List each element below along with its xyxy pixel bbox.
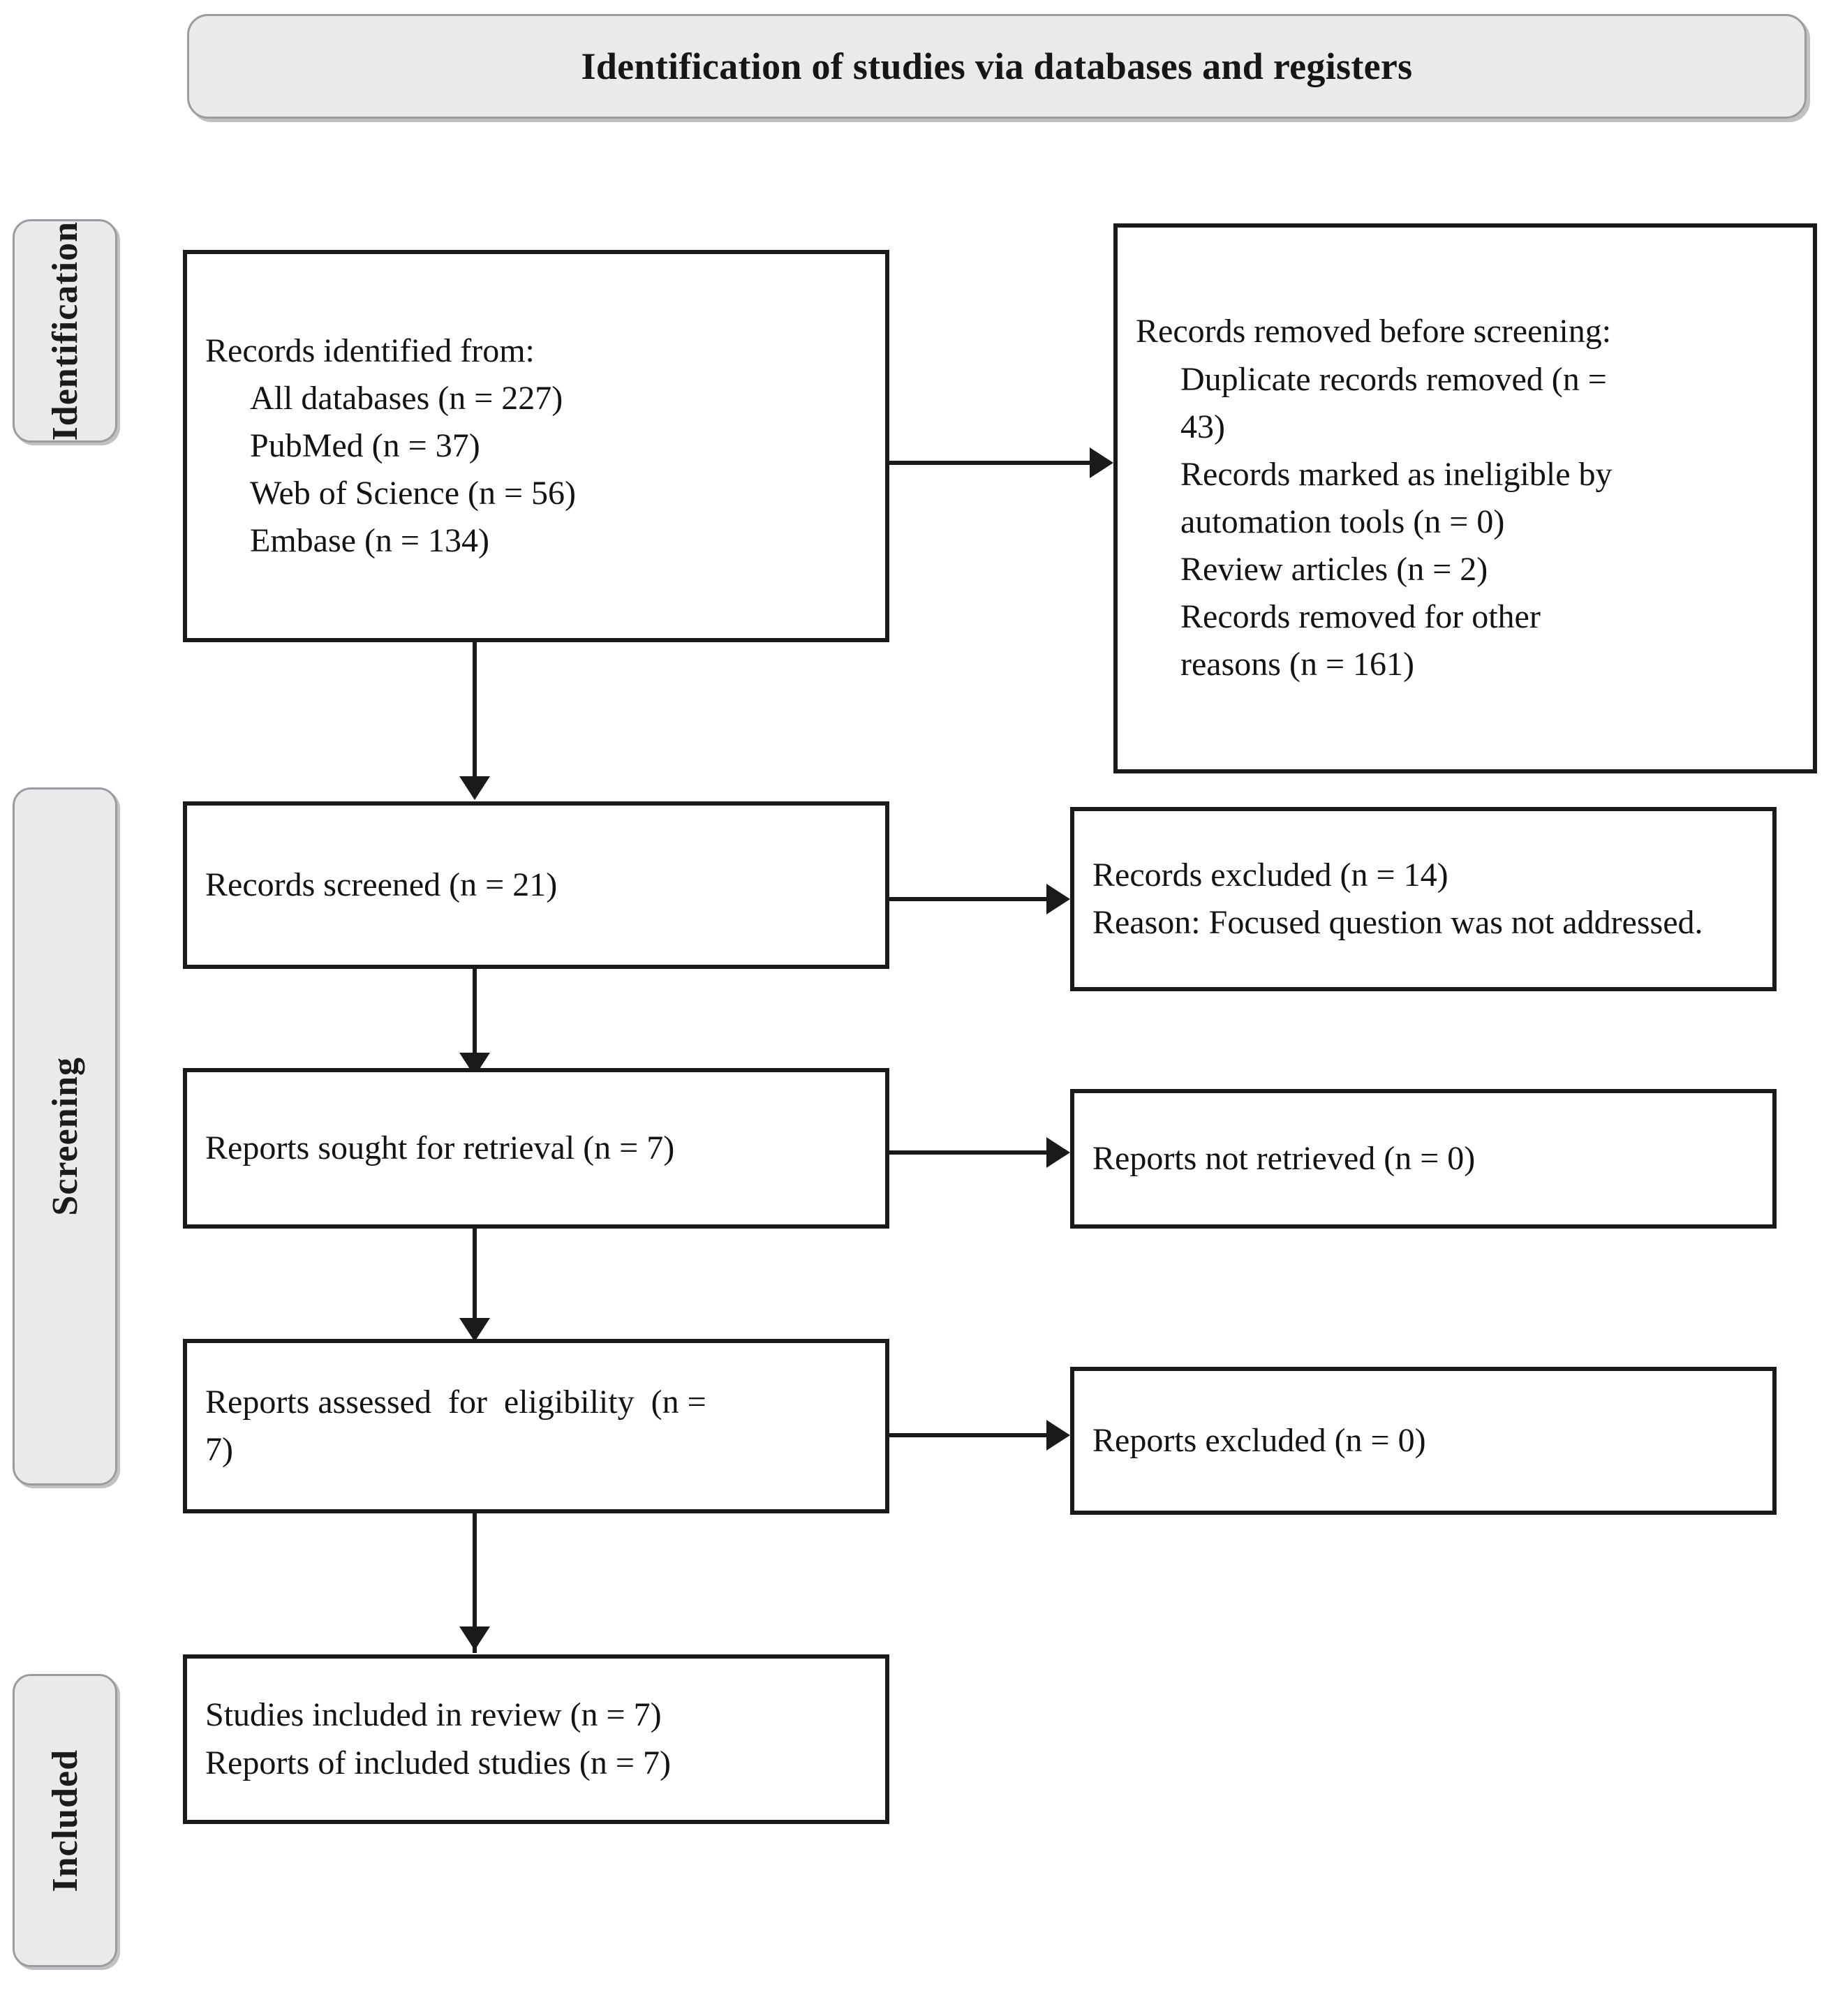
records-identified-item: Web of Science (n = 56) (250, 475, 577, 512)
arrowhead-identified-to-screened (459, 776, 490, 800)
connector-assessed-to-excluded (889, 1433, 1046, 1437)
reports-not-retrieved-line: Reports not retrieved (n = 0) (1092, 1139, 1476, 1177)
box-records-identified: Records identified from: All databases (… (183, 250, 889, 642)
records-screened-line: Records screened (n = 21) (205, 866, 558, 903)
records-removed-item: Records marked as ineligible by (1180, 455, 1613, 493)
diagram-header-banner: Identification of studies via databases … (187, 14, 1807, 119)
stage-tab-included: Included (13, 1674, 117, 1967)
box-reports-sought: Reports sought for retrieval (n = 7) (183, 1068, 889, 1229)
records-removed-item: reasons (n = 161) (1180, 646, 1414, 683)
box-studies-included: Studies included in review (n = 7) Repor… (183, 1654, 889, 1824)
connector-screened-to-excluded (889, 897, 1046, 901)
box-reports-assessed: Reports assessed for eligibility (n = 7) (183, 1339, 889, 1513)
studies-included-line: Studies included in review (n = 7) (205, 1696, 662, 1734)
connector-identified-to-removed (889, 461, 1090, 465)
box-reports-not-retrieved: Reports not retrieved (n = 0) (1070, 1089, 1777, 1229)
records-identified-heading: Records identified from: (205, 332, 535, 369)
box-records-excluded: Records excluded (n = 14) Reason: Focuse… (1070, 807, 1777, 991)
reports-sought-line: Reports sought for retrieval (n = 7) (205, 1129, 675, 1166)
records-removed-item: Review articles (n = 2) (1180, 551, 1488, 588)
records-identified-item: Embase (n = 134) (250, 522, 489, 560)
records-identified-item: PubMed (n = 37) (250, 427, 480, 464)
arrowhead-assessed-to-excluded (1046, 1420, 1070, 1451)
records-removed-item: Duplicate records removed (n = (1180, 360, 1607, 398)
arrowhead-identified-to-removed (1090, 447, 1113, 478)
stage-tab-screening: Screening (13, 787, 117, 1485)
reports-assessed-line: Reports assessed for eligibility (n = (205, 1383, 706, 1421)
records-identified-item: All databases (n = 227) (250, 379, 563, 417)
stage-tab-identification: Identification (13, 219, 117, 443)
box-records-screened: Records screened (n = 21) (183, 801, 889, 969)
connector-assessed-to-included (473, 1513, 477, 1653)
stage-tab-screening-label: Screening (45, 1057, 85, 1216)
records-excluded-line: Records excluded (n = 14) (1092, 856, 1448, 894)
box-reports-excluded: Reports excluded (n = 0) (1070, 1367, 1777, 1515)
connector-sought-to-not-retrieved (889, 1150, 1046, 1155)
arrowhead-assessed-to-included (459, 1626, 490, 1650)
records-removed-item: 43) (1180, 408, 1225, 445)
connector-sought-to-assessed (473, 1229, 477, 1319)
reports-excluded-line: Reports excluded (n = 0) (1092, 1421, 1426, 1459)
arrowhead-sought-to-assessed (459, 1318, 490, 1342)
stage-tab-identification-label: Identification (45, 221, 85, 441)
arrowhead-screened-to-excluded (1046, 884, 1070, 914)
connector-identified-to-screened (473, 642, 477, 778)
stage-tab-included-label: Included (45, 1749, 85, 1892)
records-removed-item: Records removed for other (1180, 598, 1541, 636)
records-excluded-reason: Reason: Focused question was not address… (1092, 904, 1703, 941)
records-removed-item: automation tools (n = 0) (1180, 503, 1505, 540)
box-records-removed: Records removed before screening: Duplic… (1113, 223, 1817, 773)
studies-included-line: Reports of included studies (n = 7) (205, 1744, 671, 1781)
records-removed-heading: Records removed before screening: (1136, 313, 1612, 350)
arrowhead-sought-to-not-retrieved (1046, 1137, 1070, 1168)
connector-screened-to-sought (473, 969, 477, 1054)
page-title: Identification of studies via databases … (581, 45, 1413, 87)
reports-assessed-line: 7) (205, 1431, 233, 1468)
